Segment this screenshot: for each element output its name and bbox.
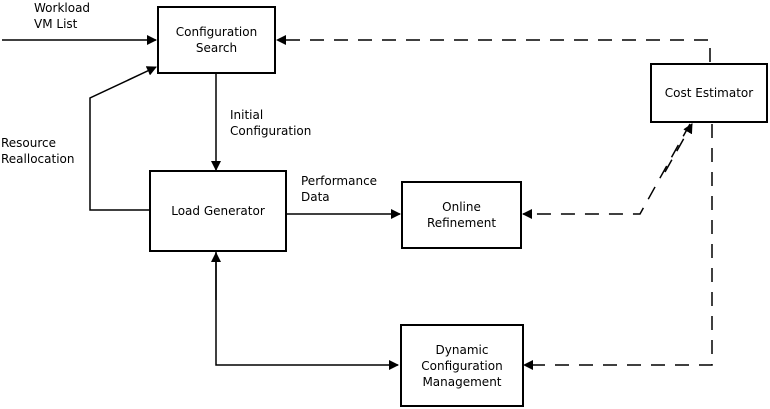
resource-reallocation-arrow <box>89 66 157 211</box>
cost-to-dynamic-dashed-arrow <box>523 124 713 370</box>
cost-estimator-box: Cost Estimator <box>650 63 768 123</box>
cost-estimator-label: Cost Estimator <box>664 86 754 100</box>
configuration-search-box: Configuration Search <box>157 6 276 74</box>
performance-data-label: Performance Data <box>301 174 378 204</box>
dynamic-configuration-management-box: Dynamic Configuration Management <box>400 324 524 407</box>
configuration-search-label: Configuration Search <box>175 25 258 55</box>
online-refinement-box: Online Refinement <box>401 181 522 249</box>
cost-to-search-dashed-arrow <box>276 35 711 62</box>
online-to-cost-dashed-arrow <box>664 123 693 173</box>
load-generator-box: Load Generator <box>149 170 287 252</box>
dynamic-configuration-management-label: Dynamic Configuration Management <box>421 342 503 389</box>
resource-reallocation-label: Resource Reallocation <box>1 136 75 166</box>
load-generator-label: Load Generator <box>171 204 265 218</box>
initial-configuration-label: Initial Configuration <box>230 108 312 138</box>
load-dynamic-link <box>215 252 399 370</box>
online-refinement-label: Online Refinement <box>426 200 497 230</box>
cost-online-dashed-link <box>522 123 691 219</box>
workload-vm-list-label: Workload VM List <box>34 1 91 31</box>
